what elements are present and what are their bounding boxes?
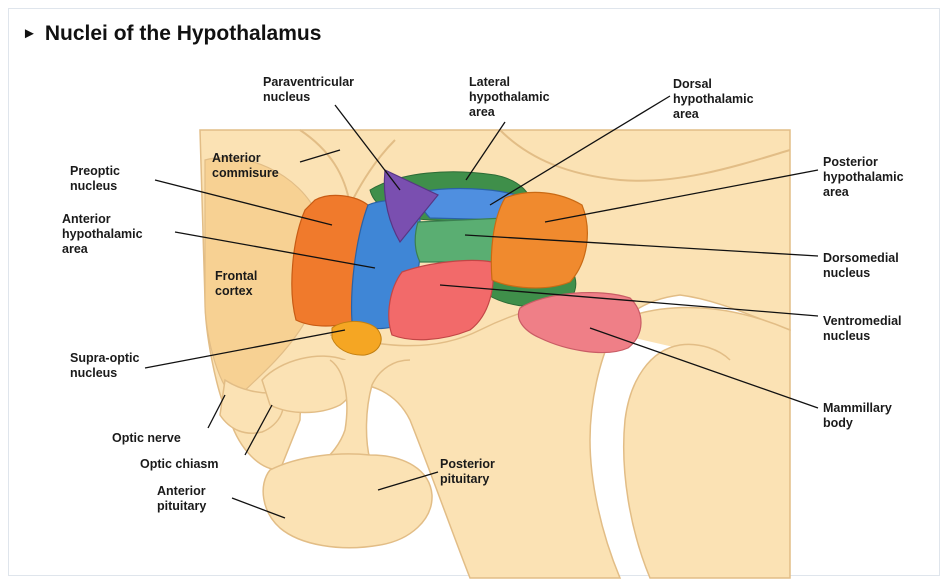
label-mammillary: Mammillary body xyxy=(823,401,895,430)
label-anterior-hypothalamic: Anterior hypothalamic area xyxy=(62,212,146,256)
label-dorsomedial: Dorsomedial nucleus xyxy=(823,251,902,280)
label-optic-nerve: Optic nerve xyxy=(112,431,181,445)
label-lateral: Lateral hypothalamic area xyxy=(469,75,553,119)
label-paraventricular: Paraventricular nucleus xyxy=(263,75,358,104)
label-dorsal: Dorsal hypothalamic area xyxy=(673,77,757,121)
label-anterior-pituitary: Anterior pituitary xyxy=(157,484,209,513)
pituitary-gland xyxy=(263,454,432,548)
label-supra-optic: Supra-optic nucleus xyxy=(70,351,143,380)
posterior-hypothalamic-area-shape xyxy=(491,192,587,288)
label-optic-chiasm: Optic chiasm xyxy=(140,457,219,471)
label-posterior: Posterior hypothalamic area xyxy=(823,155,907,199)
label-ventromedial: Ventromedial nucleus xyxy=(823,314,905,343)
label-preoptic: Preoptic nucleus xyxy=(70,164,124,193)
